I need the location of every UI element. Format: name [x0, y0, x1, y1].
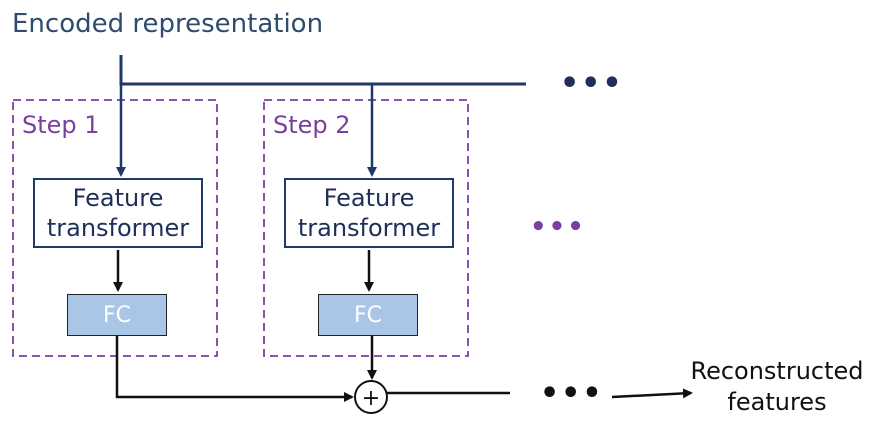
feature-transformer-1-label: Feature transformer — [46, 184, 190, 242]
sum-plus-symbol: + — [362, 386, 380, 411]
step-1-box — [12, 99, 218, 357]
fc-2-label: FC — [353, 302, 382, 328]
ellipsis-bottom: ••• — [540, 376, 604, 411]
arrow-to-output — [611, 388, 693, 399]
fc-1-box: FC — [67, 294, 167, 336]
step-1-label: Step 1 — [22, 111, 100, 139]
fc-1-label: FC — [102, 302, 131, 328]
arrow-fc-1-to-sum — [115, 334, 354, 402]
ellipsis-middle: ••• — [530, 212, 586, 242]
feature-transformer-2-box: Feature transformer — [284, 178, 454, 248]
sum-node — [354, 380, 388, 414]
fc-2-box: FC — [318, 294, 418, 336]
reconstructed-features-label: Reconstructed features — [690, 357, 864, 417]
step-2-box — [263, 99, 469, 357]
feature-transformer-1-box: Feature transformer — [33, 178, 203, 248]
feature-transformer-2-label: Feature transformer — [297, 184, 441, 242]
ellipsis-top: ••• — [560, 66, 624, 101]
step-2-label: Step 2 — [273, 111, 351, 139]
encoded-representation-label: Encoded representation — [12, 9, 324, 39]
